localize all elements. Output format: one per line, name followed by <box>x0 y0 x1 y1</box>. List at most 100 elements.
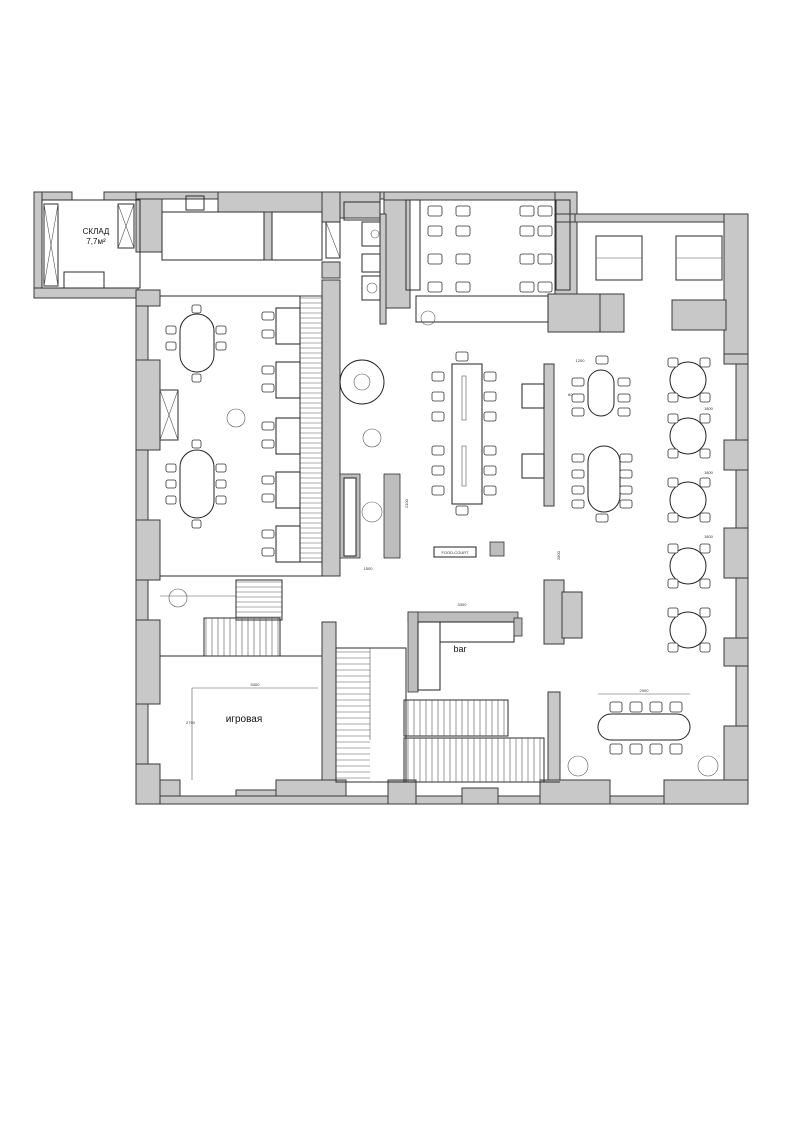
chair <box>699 578 711 589</box>
chair <box>431 465 445 476</box>
bottom-right-oval-table: 2900 <box>567 688 719 777</box>
food-court-counter: 1500 2100 FOOD-COURT <box>339 473 505 571</box>
chair <box>537 281 553 293</box>
counter-depth-dimension: 2100 <box>404 498 409 508</box>
exterior-walls <box>33 191 749 805</box>
chair <box>667 477 679 488</box>
chair <box>699 642 711 653</box>
chair <box>165 341 177 351</box>
chair <box>699 392 711 403</box>
chair <box>667 578 679 589</box>
chair <box>431 445 445 456</box>
chair <box>619 499 633 509</box>
chair <box>165 495 177 505</box>
chair <box>571 407 585 417</box>
left-oval-table-top <box>179 313 215 373</box>
chair <box>427 225 443 237</box>
chair <box>571 485 585 495</box>
chair <box>571 453 585 463</box>
chair <box>699 477 711 488</box>
chair <box>455 225 471 237</box>
chair <box>669 701 683 713</box>
chair <box>519 225 535 237</box>
chair <box>427 281 443 293</box>
chair <box>427 253 443 265</box>
chair <box>667 392 679 403</box>
play-room-label: игровая <box>226 714 263 725</box>
chair <box>571 393 585 403</box>
storage-title: СКЛАД <box>83 227 110 236</box>
chair <box>667 357 679 368</box>
chair <box>261 529 275 539</box>
chair <box>649 743 663 755</box>
chair <box>699 543 711 554</box>
chair <box>629 701 643 713</box>
chair <box>483 445 497 456</box>
bar-counter: 3300 bar <box>407 602 523 693</box>
chair <box>261 383 275 393</box>
chair <box>483 391 497 402</box>
play-room: 5300 2790 игровая <box>160 655 322 780</box>
chair <box>571 499 585 509</box>
dim-1800-b: 1800 <box>704 470 714 475</box>
chair <box>261 311 275 321</box>
chair <box>595 355 609 365</box>
chair <box>431 485 445 496</box>
left-oval-table-bottom <box>179 449 215 519</box>
right-round-tables: 1800 1800 1800 <box>669 361 714 649</box>
chair <box>191 304 202 314</box>
chair <box>519 205 535 217</box>
chair <box>483 371 497 382</box>
chair <box>571 469 585 479</box>
chair <box>191 439 202 449</box>
chair <box>667 448 679 459</box>
chair <box>609 743 623 755</box>
chair <box>699 448 711 459</box>
chair <box>699 357 711 368</box>
chair <box>519 253 535 265</box>
storage-area: 7,7м² <box>86 237 106 246</box>
center-long-table <box>451 363 483 505</box>
staff-room <box>405 199 571 326</box>
chair <box>455 281 471 293</box>
kitchen-round-unit <box>339 359 385 405</box>
dim-1200-a: 1200 <box>576 358 586 363</box>
dim-1800-a: 1800 <box>704 406 714 411</box>
chair <box>261 421 275 431</box>
chair <box>215 479 227 489</box>
chair <box>699 512 711 523</box>
dim-600-a: 600 <box>568 392 575 397</box>
chair <box>667 642 679 653</box>
chair <box>261 493 275 503</box>
chair <box>629 743 643 755</box>
counter-width-dimension: 1500 <box>364 566 374 571</box>
chair <box>191 373 202 383</box>
chair <box>215 341 227 351</box>
chair <box>519 281 535 293</box>
storage-room: СКЛАД 7,7м² <box>41 199 141 289</box>
chair <box>537 253 553 265</box>
chair <box>617 377 631 387</box>
top-right-booths <box>595 235 723 281</box>
chair <box>261 439 275 449</box>
chair <box>619 469 633 479</box>
chair <box>261 547 275 557</box>
chair <box>667 543 679 554</box>
center-oval-table-top <box>587 369 615 417</box>
chairs-layer <box>165 205 711 755</box>
chair <box>455 505 469 516</box>
chair <box>191 519 202 529</box>
chair <box>667 413 679 424</box>
bar-label: bar <box>453 644 466 654</box>
chair <box>431 371 445 382</box>
chair <box>165 479 177 489</box>
chair <box>699 607 711 618</box>
chair <box>669 743 683 755</box>
dim-2900: 2900 <box>640 688 650 693</box>
chair <box>537 205 553 217</box>
stair-treads-layer <box>205 297 541 782</box>
chair <box>595 513 609 523</box>
stairs-left <box>203 579 283 657</box>
chair <box>667 512 679 523</box>
